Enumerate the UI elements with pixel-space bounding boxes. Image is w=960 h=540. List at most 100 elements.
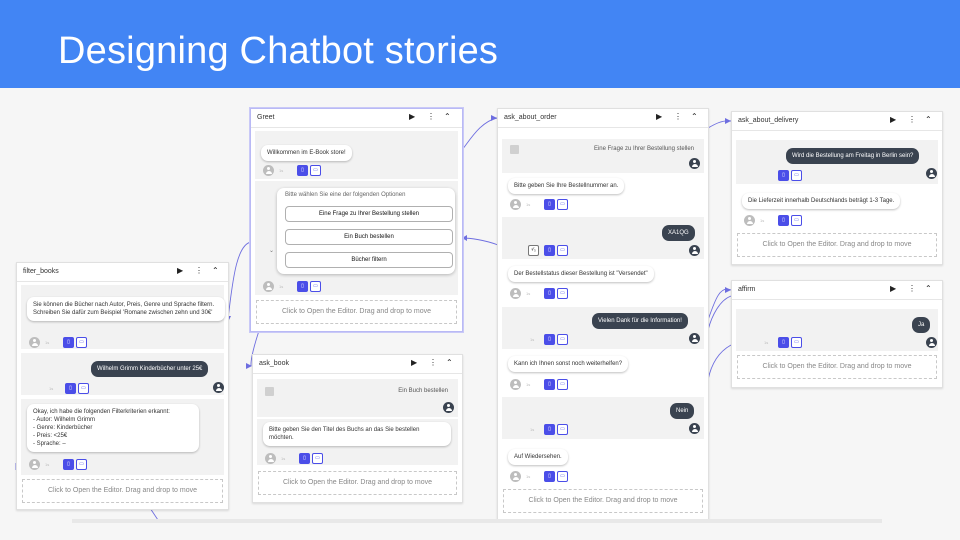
timestamp: 1s <box>45 462 50 467</box>
play-icon[interactable]: ▶ <box>177 266 184 275</box>
bot-turn[interactable]: Der Bestellstatus dieser Bestellung ist … <box>502 263 704 303</box>
more-vert-icon[interactable]: ⋮ <box>674 112 682 121</box>
timestamp: 1s <box>281 456 286 461</box>
editor-placeholder[interactable]: Click to Open the Editor. Drag and drop … <box>737 355 937 379</box>
bot-turn[interactable]: Bitte geben Sie den Titel des Buchs an d… <box>257 419 458 465</box>
chevron-up-icon[interactable]: ⌃ <box>212 266 219 275</box>
text-type-icon[interactable]: ▯ <box>544 288 555 299</box>
user-turn[interactable]: Eine Frage zu Ihrer Bestellung stellen <box>502 139 704 173</box>
display-icon[interactable]: ▭ <box>76 459 87 470</box>
card-header[interactable]: affirm ▶ ⋮ ⌃ <box>732 281 942 300</box>
card-header[interactable]: filter_books ▶ ⋮ ⌃ <box>17 263 228 282</box>
chevron-up-icon[interactable]: ⌃ <box>446 358 453 367</box>
chevron-down-icon[interactable]: ⌄ <box>269 248 275 254</box>
text-type-icon[interactable]: ▯ <box>63 459 74 470</box>
text-type-icon[interactable]: ▯ <box>299 453 310 464</box>
bot-turn[interactable]: Sie können die Bücher nach Autor, Preis,… <box>21 285 225 349</box>
text-type-icon[interactable]: ▯ <box>778 170 789 181</box>
text-type-icon[interactable]: ▯ <box>544 199 555 210</box>
filter-genre-line: - Genre: Kinderbücher <box>33 425 93 431</box>
text-type-icon[interactable]: ▯ <box>778 337 789 348</box>
play-icon[interactable]: ▶ <box>411 358 418 367</box>
editor-placeholder[interactable]: Click to Open the Editor. Drag and drop … <box>503 489 703 513</box>
text-type-icon[interactable]: ▯ <box>297 165 308 176</box>
card-header[interactable]: Greet ▶ ⋮ ⌃ <box>251 109 462 128</box>
user-avatar <box>689 245 700 256</box>
story-card-affirm[interactable]: affirm ▶ ⋮ ⌃ Ja 1s ▯ ▭ Click to Open the… <box>731 280 943 388</box>
story-card-filter-books[interactable]: filter_books ▶ ⋮ ⌃ Sie können die Bücher… <box>16 262 229 510</box>
more-vert-icon[interactable]: ⋮ <box>195 266 203 275</box>
display-icon[interactable]: ▭ <box>791 170 802 181</box>
text-type-icon[interactable]: ▯ <box>544 471 555 482</box>
chevron-up-icon[interactable]: ⌃ <box>444 112 451 121</box>
display-icon[interactable]: ▭ <box>557 288 568 299</box>
editor-placeholder[interactable]: Click to Open the Editor. Drag and drop … <box>258 471 457 495</box>
chevron-up-icon[interactable]: ⌃ <box>925 284 932 293</box>
text-type-icon[interactable]: ▯ <box>544 245 555 256</box>
bot-turn[interactable]: Auf Wiedersehen. 1s ▯ ▭ <box>502 443 704 485</box>
display-icon[interactable]: ▭ <box>557 245 568 256</box>
option-button-order-question[interactable]: Eine Frage zu Ihrer Bestellung stellen <box>285 206 453 222</box>
play-icon[interactable]: ▶ <box>890 115 897 124</box>
display-icon[interactable]: ▭ <box>791 337 802 348</box>
bot-turn[interactable]: Die Lieferzeit innerhalb Deutschlands be… <box>736 188 938 230</box>
display-icon[interactable]: ▭ <box>76 337 87 348</box>
text-type-icon[interactable]: ▯ <box>778 215 789 226</box>
text-type-icon[interactable]: ▯ <box>63 337 74 348</box>
more-vert-icon[interactable]: ⋮ <box>908 284 916 293</box>
timestamp: 1s <box>764 340 769 345</box>
play-icon[interactable]: ▶ <box>656 112 663 121</box>
bot-turn[interactable]: Bitte geben Sie Ihre Bestellnummer an. 1… <box>502 175 704 213</box>
more-vert-icon[interactable]: ⋮ <box>908 115 916 124</box>
user-turn[interactable]: Ja 1s ▯ ▭ <box>736 309 938 351</box>
bot-turn[interactable]: Okay, ich habe die folgenden Filterkrite… <box>21 399 224 475</box>
user-turn[interactable]: XA1QG ¹⁄₃ ▯ ▭ <box>502 217 704 259</box>
story-card-ask-about-delivery[interactable]: ask_about_delivery ▶ ⋮ ⌃ Wird die Bestel… <box>731 111 943 265</box>
play-icon[interactable]: ▶ <box>890 284 897 293</box>
text-type-icon[interactable]: ▯ <box>544 424 555 435</box>
edge-affirm-order <box>707 295 732 331</box>
display-icon[interactable]: ▭ <box>310 281 321 292</box>
story-card-greet[interactable]: Greet ▶ ⋮ ⌃ Willkommen im E-Book store! … <box>250 108 463 332</box>
option-button-filter[interactable]: Bücher filtern <box>285 252 453 268</box>
display-icon[interactable]: ▭ <box>312 453 323 464</box>
editor-placeholder[interactable]: Click to Open the Editor. Drag and drop … <box>737 233 937 257</box>
chevron-up-icon[interactable]: ⌃ <box>691 112 698 121</box>
card-header[interactable]: ask_book ▶ ⋮ ⌃ <box>253 355 462 374</box>
card-header[interactable]: ask_about_delivery ▶ ⋮ ⌃ <box>732 112 942 131</box>
display-icon[interactable]: ▭ <box>310 165 321 176</box>
story-card-ask-book[interactable]: ask_book ▶ ⋮ ⌃ Ein Buch bestellen Bitte … <box>252 354 463 503</box>
display-icon[interactable]: ▭ <box>557 334 568 345</box>
entity-icon[interactable]: ¹⁄₃ <box>528 245 539 256</box>
editor-placeholder[interactable]: Click to Open the Editor. Drag and drop … <box>256 300 457 324</box>
display-icon[interactable]: ▭ <box>557 379 568 390</box>
play-icon[interactable]: ▶ <box>409 112 416 121</box>
bot-turn[interactable]: Willkommen im E-Book store! 1s ▯ ▭ <box>255 131 458 179</box>
options-turn[interactable]: ⌄ Bitte wählen Sie eine der folgenden Op… <box>255 181 458 295</box>
user-turn[interactable]: Nein 1s ▯ ▭ <box>502 397 704 439</box>
chevron-up-icon[interactable]: ⌃ <box>925 115 932 124</box>
editor-placeholder[interactable]: Click to Open the Editor. Drag and drop … <box>22 479 223 503</box>
display-icon[interactable]: ▭ <box>557 471 568 482</box>
bot-turn[interactable]: Kann ich Ihnen sonst noch weiterhelfen? … <box>502 353 704 393</box>
display-icon[interactable]: ▭ <box>557 199 568 210</box>
more-vert-icon[interactable]: ⋮ <box>427 112 435 121</box>
text-type-icon[interactable]: ▯ <box>297 281 308 292</box>
user-turn[interactable]: Wilhelm Grimm Kinderbücher unter 25€ 1s … <box>21 353 224 395</box>
display-icon[interactable]: ▭ <box>791 215 802 226</box>
story-card-ask-about-order[interactable]: ask_about_order ▶ ⋮ ⌃ Eine Frage zu Ihre… <box>497 108 709 520</box>
card-header[interactable]: ask_about_order ▶ ⋮ ⌃ <box>498 109 708 128</box>
user-turn[interactable]: Vielen Dank für die Information! 1s ▯ ▭ <box>502 307 704 349</box>
edge-affirm-out <box>707 344 732 381</box>
text-type-icon[interactable]: ▯ <box>544 334 555 345</box>
timestamp: 1s <box>526 202 531 207</box>
more-vert-icon[interactable]: ⋮ <box>429 358 437 367</box>
display-icon[interactable]: ▭ <box>78 383 89 394</box>
user-turn[interactable]: Wird die Bestellung am Freitag in Berlin… <box>736 140 938 184</box>
option-button-order-book[interactable]: Ein Buch bestellen <box>285 229 453 245</box>
text-type-icon[interactable]: ▯ <box>544 379 555 390</box>
display-icon[interactable]: ▭ <box>557 424 568 435</box>
user-message: Nein <box>670 403 695 419</box>
user-turn[interactable]: Ein Buch bestellen <box>257 379 458 417</box>
text-type-icon[interactable]: ▯ <box>65 383 76 394</box>
